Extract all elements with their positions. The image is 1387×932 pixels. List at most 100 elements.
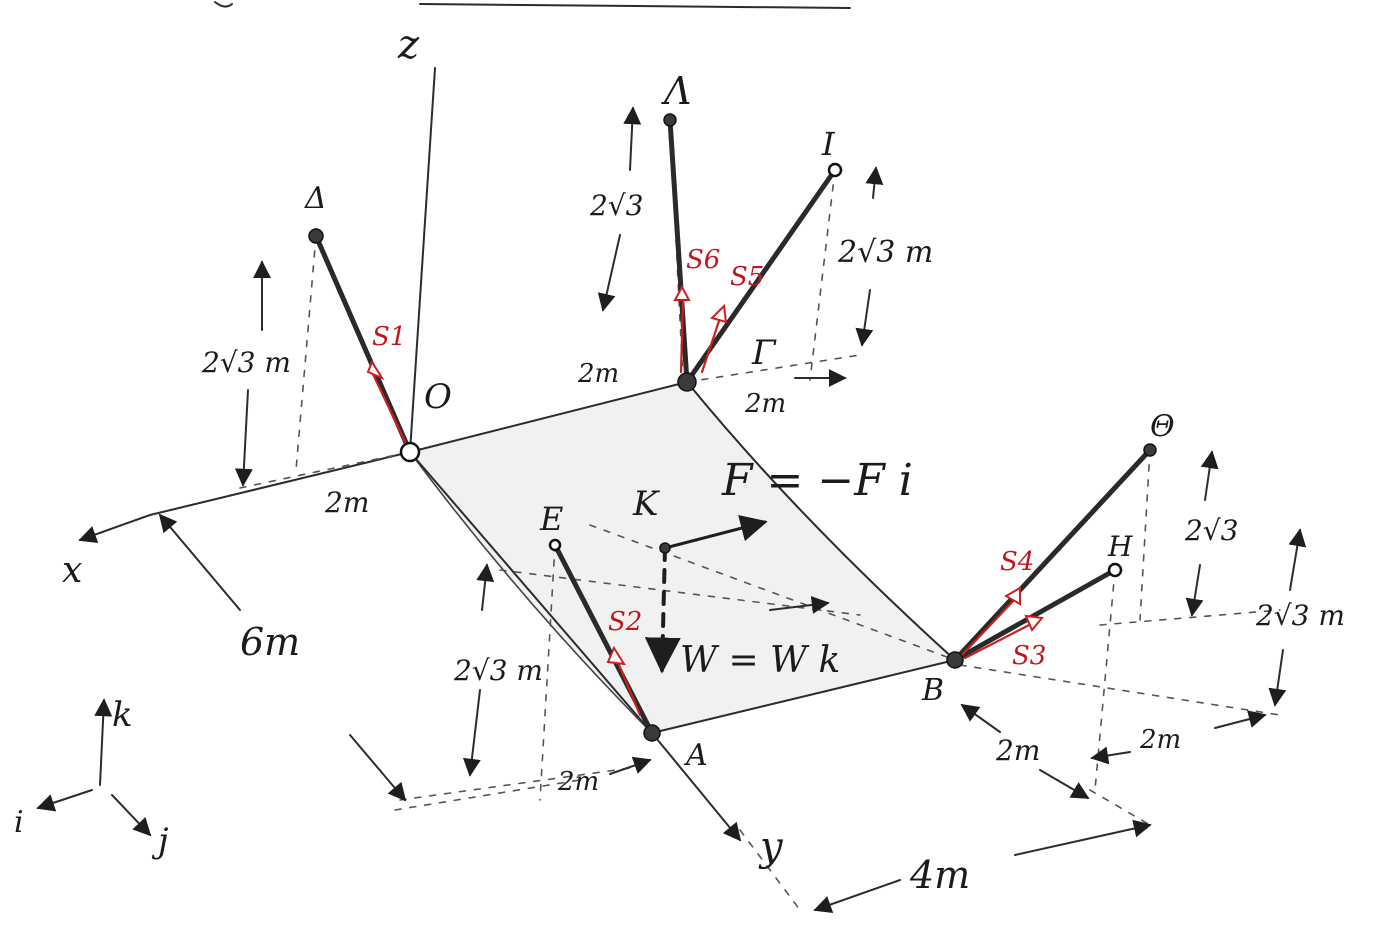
edge-a-b — [651, 659, 956, 734]
label-i-unit: i — [14, 805, 24, 840]
dim-theta-up — [1200, 450, 1219, 501]
label-a: A — [683, 738, 708, 773]
guide-h-base — [1099, 609, 1281, 626]
s2-arrowhead — [606, 645, 626, 666]
joint-gamma — [677, 372, 697, 392]
dim-i-up — [865, 166, 884, 199]
guide-6m-end — [394, 779, 581, 811]
guide-base-right — [959, 664, 1281, 716]
label-s1: S1 — [372, 322, 406, 352]
dim-e-down — [462, 689, 481, 777]
label-b: B — [921, 673, 944, 708]
label-w-force: W = W k — [680, 640, 840, 681]
guide-e-down — [539, 544, 556, 801]
dim-label-h-height: 2√3 m — [1255, 599, 1345, 632]
i-unit-arrow — [36, 789, 93, 812]
joint-e — [548, 538, 562, 552]
dim-6m-b — [349, 734, 407, 802]
guide-delta-down — [295, 235, 317, 471]
member-a-e — [552, 542, 655, 736]
edge-o-gamma — [409, 381, 688, 453]
s2-arrow — [615, 658, 642, 717]
joint-i — [827, 162, 843, 178]
guide-4m-left — [739, 829, 801, 911]
joint-theta — [1143, 443, 1157, 457]
dim-label-gamma-top: 2m — [577, 359, 619, 389]
w-vector-arrow — [769, 596, 830, 614]
guide-k-line2 — [499, 569, 861, 616]
dim-label-b-side: 2m — [995, 734, 1040, 767]
member-b-theta — [952, 447, 1153, 663]
label-i: I — [821, 125, 836, 163]
s4-arrowhead — [1003, 586, 1021, 606]
guide-4m-right — [1089, 789, 1151, 826]
dim-lambda-down — [597, 234, 621, 312]
dim-i-down — [855, 289, 874, 347]
top-mark — [214, 1, 233, 8]
dim-h-down — [1268, 649, 1287, 707]
guide-e-base — [399, 764, 653, 801]
edge-gamma-b — [686, 381, 956, 661]
member-b-h — [952, 567, 1118, 663]
s4-arrow — [960, 596, 1018, 657]
dim-4m-a — [813, 879, 901, 914]
label-j-unit: j — [151, 821, 169, 861]
guide-i-down — [809, 169, 836, 381]
dim-delta-height-b — [234, 389, 253, 487]
joint-b — [946, 651, 964, 669]
label-k: K — [632, 484, 661, 524]
dim-b-side — [1039, 769, 1090, 799]
s3-arrow — [963, 620, 1037, 660]
dim-e-up — [476, 563, 495, 611]
dim-label-h-side: 2m — [1139, 725, 1181, 755]
j-unit-arrow — [111, 794, 152, 837]
member-o-delta — [313, 233, 413, 455]
label-x-axis: x — [62, 550, 82, 591]
joint-lambda — [663, 113, 677, 127]
label-f-force: F = −F i — [721, 455, 913, 506]
dim-label-length-x: 6m — [240, 620, 300, 664]
dim-label-theta-height: 2√3 — [1184, 514, 1238, 547]
label-z-axis: z — [397, 22, 420, 68]
dim-label-i-height: 2√3 m — [837, 235, 933, 270]
label-y-axis: y — [758, 824, 784, 870]
joint-h — [1107, 562, 1123, 578]
label-s5: S5 — [730, 262, 764, 292]
s1-arrowhead — [366, 359, 385, 381]
guide-theta-down — [1139, 449, 1151, 621]
joint-delta — [308, 228, 324, 244]
z-axis — [409, 67, 436, 453]
dim-b-side-start — [960, 703, 1001, 733]
x-axis — [78, 451, 411, 544]
dim-lambda-up — [623, 106, 642, 171]
joint-o — [399, 441, 421, 463]
dim-label-delta-height: 2√3 m — [201, 346, 291, 379]
dim-6m-a — [158, 513, 241, 611]
dim-label-length-y: 4m — [909, 853, 970, 897]
dim-label-lambda-height: 2√3 — [589, 189, 643, 222]
label-s3: S3 — [1012, 641, 1046, 671]
label-o: O — [424, 377, 452, 417]
s1-arrow — [370, 370, 410, 450]
k-unit-arrow — [94, 698, 113, 786]
label-delta: Δ — [304, 181, 327, 216]
f-arrow — [663, 515, 768, 550]
dim-label-delta-x: 2m — [324, 486, 369, 519]
s6-arrow — [679, 298, 685, 374]
member-gamma-lambda — [667, 117, 690, 385]
label-k-unit: k — [112, 695, 133, 735]
label-h: H — [1107, 530, 1133, 563]
dim-h-up — [1288, 528, 1307, 591]
guide-k-line — [589, 524, 956, 661]
s5-arrow — [700, 310, 724, 374]
dim-label-e-height: 2√3 m — [453, 654, 543, 687]
joint-k — [659, 542, 671, 554]
member-gamma-i — [684, 167, 838, 385]
dim-4m-b — [1014, 819, 1152, 856]
label-theta: Θ — [1150, 409, 1175, 444]
dim-h-side-start — [1090, 746, 1131, 765]
dim-theta-down — [1185, 564, 1204, 617]
dim-h-side — [1214, 710, 1267, 729]
label-s4: S4 — [1000, 547, 1034, 577]
